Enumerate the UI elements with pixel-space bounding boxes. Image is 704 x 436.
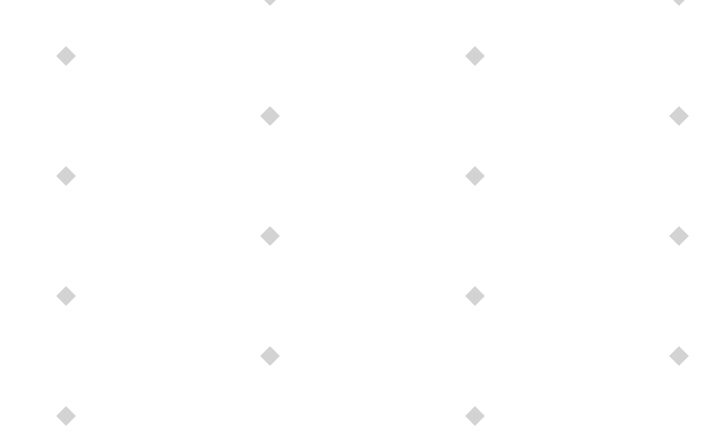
diamond-icon (669, 106, 689, 126)
diamond-icon (56, 166, 76, 186)
diamond-icon (465, 286, 485, 306)
diamond-icon (260, 106, 280, 126)
diamond-icon (669, 346, 689, 366)
diamond-icon (465, 46, 485, 66)
diamond-icon (465, 406, 485, 426)
diamond-icon (465, 166, 485, 186)
diamond-icon (669, 0, 689, 6)
diamond-icon (260, 346, 280, 366)
diamond-icon (260, 0, 280, 6)
diamond-icon (260, 226, 280, 246)
diamond-icon (56, 286, 76, 306)
diamond-icon (56, 406, 76, 426)
diamond-icon (56, 46, 76, 66)
diamond-icon (669, 226, 689, 246)
